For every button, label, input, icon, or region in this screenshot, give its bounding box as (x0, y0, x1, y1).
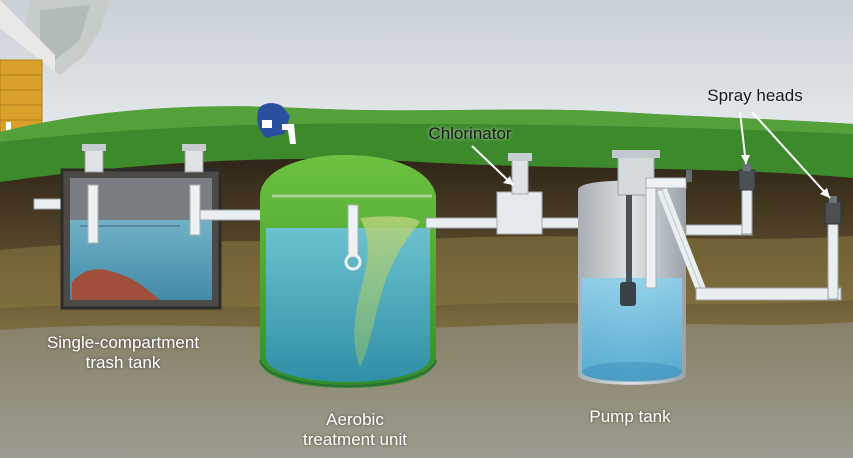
label-chlorinator-text: Chlorinator (428, 124, 512, 143)
label-trash-tank-line-1: Single-compartment (46, 333, 200, 352)
grass-highlight (0, 106, 853, 142)
faucet-icon (257, 103, 296, 144)
pipe-aerobic-to-chlorinator (425, 217, 499, 229)
label-spray-heads: Spray heads (690, 86, 820, 106)
label-trash-tank: Single-compartment trash tank (28, 333, 218, 373)
label-trash-tank-line-2: trash tank (85, 353, 161, 372)
marker-post (686, 170, 692, 182)
label-pump-tank-text: Pump tank (589, 407, 671, 426)
spray-head-2 (824, 196, 842, 225)
chlorinator-callout-arrow (471, 145, 514, 186)
label-aerobic-unit: Aerobic treatment unit (270, 410, 440, 450)
pipe-trash-to-aerobic (199, 209, 271, 221)
house (0, 0, 55, 133)
label-pump-tank: Pump tank (570, 407, 690, 427)
label-chlorinator: Chlorinator (410, 124, 530, 144)
trash-tank (60, 144, 222, 310)
distribution-piping (657, 188, 842, 301)
spray-heads-callout-arrow-2 (751, 111, 831, 199)
spray-head-1 (738, 164, 756, 191)
spray-heads-callout-arrow-1 (739, 111, 750, 165)
pump-tank (578, 150, 687, 385)
label-aerobic-line-2: treatment unit (303, 430, 407, 449)
aerobic-treatment-unit (259, 155, 437, 388)
label-aerobic-line-1: Aerobic (326, 410, 384, 429)
sky (0, 0, 853, 130)
label-spray-heads-text: Spray heads (707, 86, 803, 105)
chlorinator (496, 153, 543, 235)
